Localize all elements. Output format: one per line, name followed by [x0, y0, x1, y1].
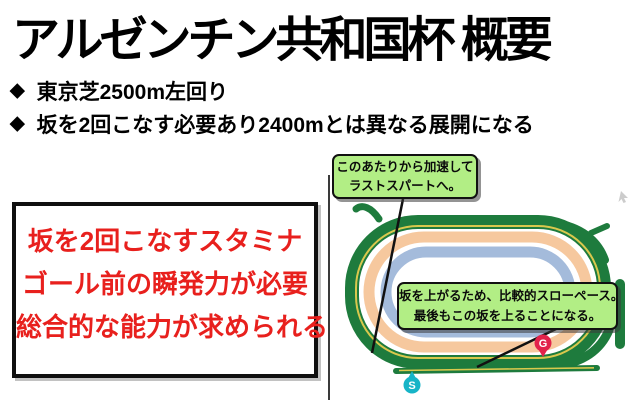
- goal-pin-circle: [534, 334, 552, 352]
- callout-line: 最後もこの坂を上ることになる。: [413, 309, 602, 323]
- bullet-item-course: ◆ 東京芝2500m左回り: [10, 76, 228, 106]
- goal-pin-label: G: [539, 338, 548, 350]
- callout-line: ラストスパートへ。: [348, 179, 462, 193]
- callout-line: 坂を上がるため、比較的スローペース。: [399, 289, 624, 303]
- callout-last-spurt: このあたりから加速して ラストスパートへ。: [332, 154, 478, 199]
- callout-pointer-last-spurt: [370, 198, 405, 354]
- bullet-item-slope: ◆ 坂を2回こなす必要あり2400mとは異なる展開になる: [10, 109, 534, 139]
- summary-line: ゴール前の瞬発力が必要: [21, 269, 308, 299]
- page-title: アルゼンチン共和国杯 概要: [12, 14, 553, 67]
- bullet-text-course: 東京芝2500m左回り: [36, 81, 229, 104]
- bullet-text-slope: 坂を2回こなす必要あり2400mとは異なる展開になる: [36, 114, 534, 137]
- vertical-divider: [328, 175, 330, 400]
- summary-line: 坂を2回こなすスタミナ: [27, 226, 303, 256]
- start-marker: S: [403, 371, 421, 394]
- callout-slow-pace: 坂を上がるため、比較的スローペース。 最後もこの坂を上ることになる。: [397, 282, 624, 330]
- summary-box: 坂を2回こなすスタミナ ゴール前の瞬発力が必要 総合的な能力が求められる: [12, 202, 329, 378]
- goal-marker: G: [534, 334, 552, 357]
- cursor-icon: [618, 191, 628, 203]
- rail-line-bottom: [398, 367, 595, 372]
- top-right-tail: [588, 223, 610, 236]
- callout-line: このあたりから加速して: [336, 160, 474, 174]
- diamond-bullet-icon: ◆: [10, 113, 25, 134]
- top-left-chute: [352, 203, 383, 223]
- bottom-right-thickening: [551, 325, 614, 371]
- top-right-chute: [550, 219, 609, 264]
- start-pin-circle: [403, 376, 421, 394]
- start-pin-label: S: [408, 380, 415, 392]
- summary-line: 総合的な能力が求められる: [16, 312, 329, 342]
- diamond-bullet-icon: ◆: [10, 80, 25, 101]
